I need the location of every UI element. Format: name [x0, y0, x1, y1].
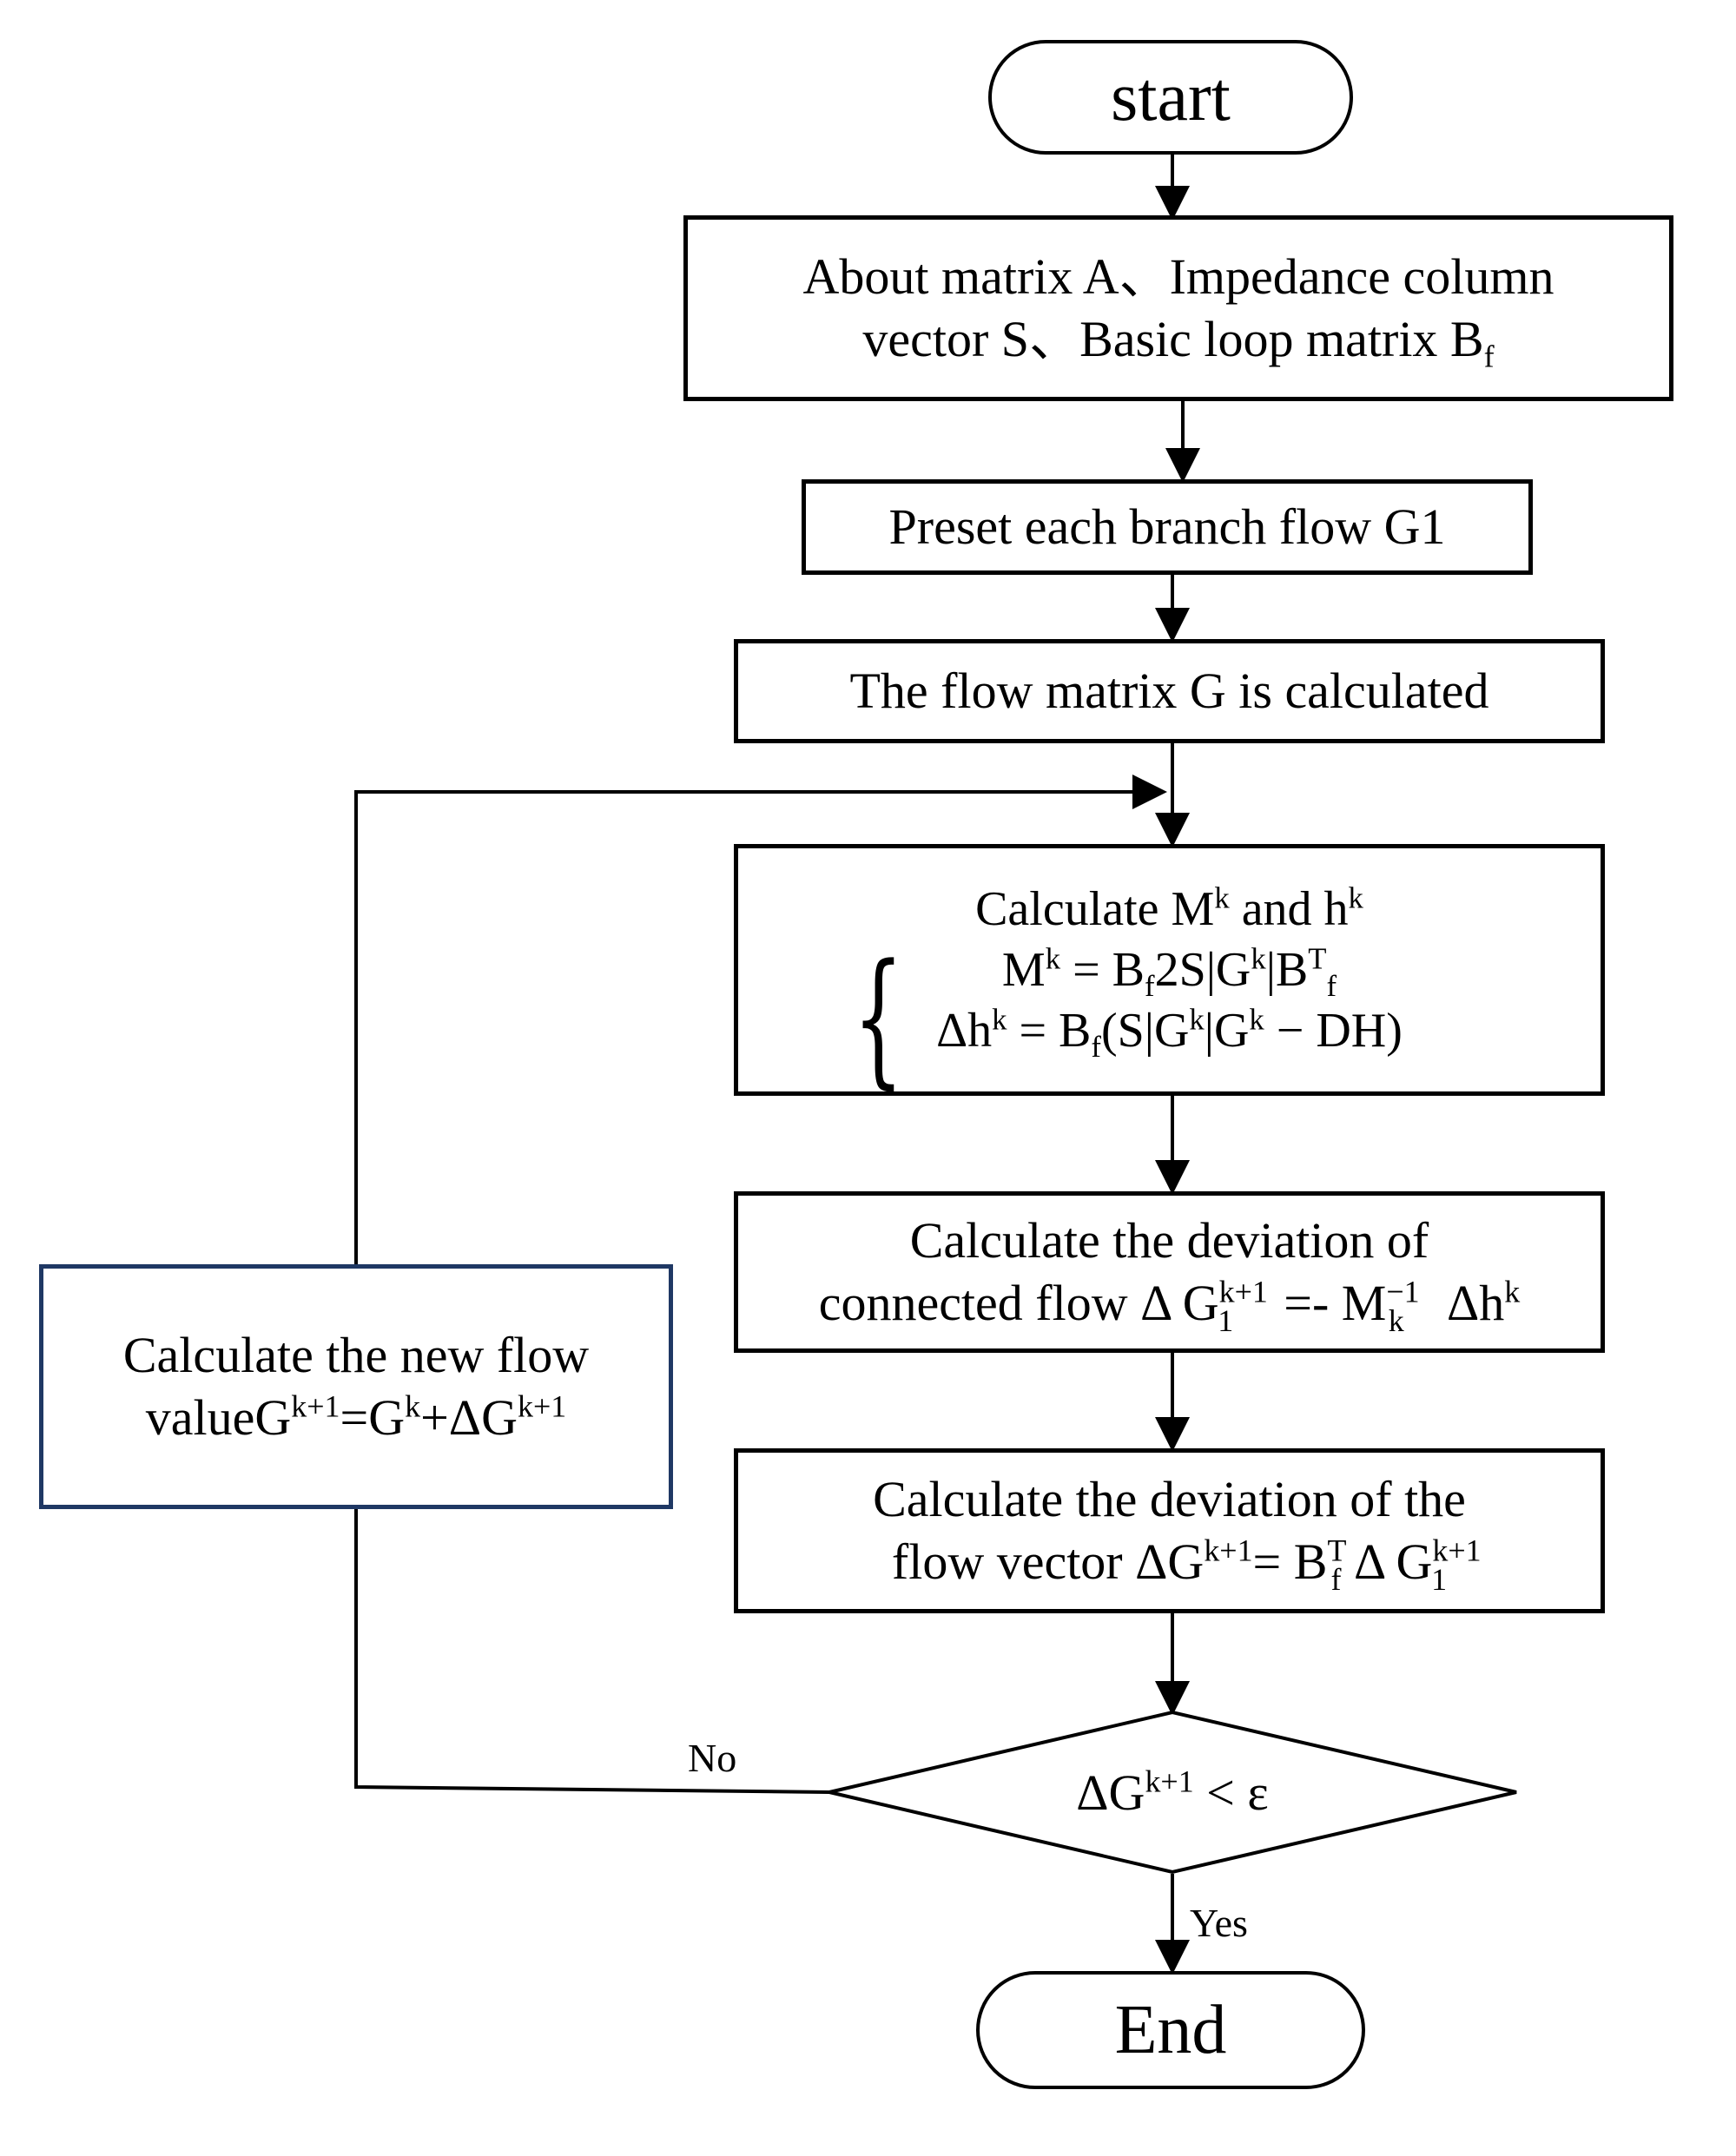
- calc-mh-box: Calculate Mk and hk { Mk = Bf2S|Gk|BTf Δ…: [734, 844, 1605, 1096]
- equation-system: { Mk = Bf2S|Gk|BTf Δhk = Bf(S|Gk|Gk − DH…: [853, 940, 1403, 1091]
- new-flow-box: Calculate the new flow valueGk+1=Gk+ΔGk+…: [39, 1264, 673, 1509]
- decision-condition: ΔGk+1 < ε: [1076, 1764, 1269, 1821]
- start-terminal: start: [988, 40, 1353, 155]
- deviation-vector-line2: flow vector ΔGk+1= BTf Δ Gk+11: [891, 1533, 1482, 1597]
- flow-matrix-box: The flow matrix G is calculated: [734, 639, 1605, 743]
- end-label: End: [1114, 1992, 1227, 2068]
- decision-diamond: [828, 1710, 1517, 1875]
- calc-mh-title: Calculate Mk and hk: [975, 880, 1363, 936]
- inputs-line1: About matrix A、Impedance column: [802, 247, 1554, 305]
- deviation-connected-line2: connected flow Δ Gk+11=- M−1k Δhk: [818, 1274, 1521, 1338]
- preset-label: Preset each branch flow G1: [888, 498, 1446, 555]
- decision-text: ΔGk+1 < ε: [955, 1745, 1389, 1841]
- equation-delta-h: Δhk = Bf(S|Gk|Gk − DH): [936, 1002, 1403, 1065]
- edge-decision-no-to-newflow: [354, 1509, 830, 1794]
- inputs-line2: vector S、Basic loop matrix Bf: [862, 311, 1495, 374]
- preset-box: Preset each branch flow G1: [802, 479, 1533, 575]
- start-label: start: [1111, 59, 1231, 135]
- edge-label-no: No: [688, 1736, 737, 1780]
- deviation-vector-line1: Calculate the deviation of the: [873, 1470, 1466, 1527]
- edge-label-yes: Yes: [1190, 1901, 1248, 1945]
- end-terminal: End: [976, 1971, 1365, 2089]
- deviation-connected-box: Calculate the deviation of connected flo…: [734, 1191, 1605, 1353]
- new-flow-line1: Calculate the new flow: [122, 1326, 590, 1383]
- equation-m: Mk = Bf2S|Gk|BTf: [1001, 941, 1337, 1004]
- new-flow-line2: valueGk+1=Gk+ΔGk+1: [145, 1388, 567, 1446]
- edge-newflow-loop-back: [354, 775, 1167, 1264]
- deviation-vector-box: Calculate the deviation of the flow vect…: [734, 1448, 1605, 1613]
- left-brace: {: [853, 933, 904, 1103]
- deviation-connected-line1: Calculate the deviation of: [909, 1211, 1429, 1269]
- flow-matrix-label: The flow matrix G is calculated: [849, 662, 1489, 719]
- inputs-box: About matrix A、Impedance column vector S…: [683, 215, 1673, 401]
